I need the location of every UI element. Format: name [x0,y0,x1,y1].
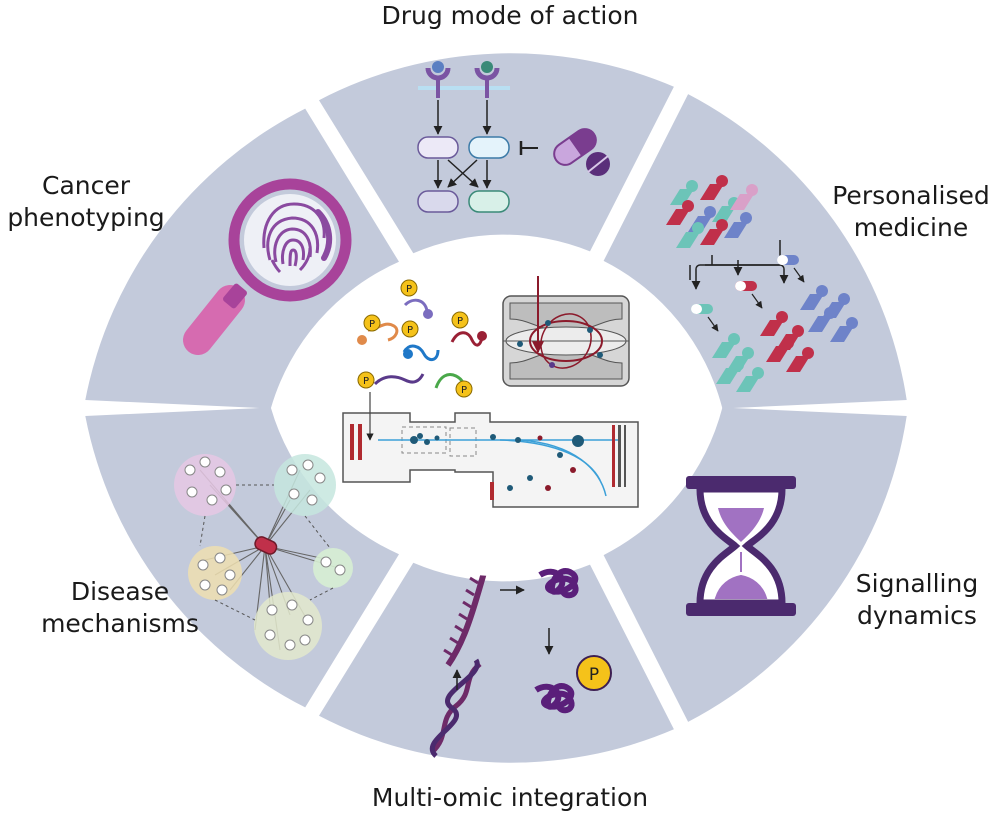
label-multi-omic-integration: Multi-omic integration [371,783,649,812]
segment-multi-omic-integration [319,562,674,763]
label-signalling-dynamics: Signalling dynamics [832,568,1002,632]
label-line-2: medicine [853,213,969,242]
mass-spectrometer-illustration [342,392,639,508]
multi-omic-illustration: P [429,544,612,758]
center-disc [328,240,664,576]
phospho-badge: P [461,385,467,396]
label-line-2: dynamics [857,601,977,630]
patient-group-blue [800,285,858,342]
patient-group-teal [712,333,764,392]
phospho-badge: P [406,284,412,295]
label-line-1: Cancer [41,171,131,200]
phospho-badge: P [363,376,369,387]
magnifier-fingerprint-icon [183,178,352,355]
patient-group-top [666,175,758,248]
label-drug-mode-of-action: Drug mode of action [381,1,639,30]
hourglass-icon [686,476,796,616]
label-line-1: Personalised [832,181,990,210]
disease-network-illustration [174,454,353,660]
phospho-badge: P [407,325,413,336]
label-line-1: Disease [70,577,170,606]
label-line-2: phenotyping [7,203,165,232]
personalised-medicine-illustration [666,175,858,392]
phospho-badge: P [457,316,463,327]
label-personalised-medicine: Personalised medicine [820,180,1002,244]
drug-mode-of-action-illustration [417,61,610,213]
label-line-2: mechanisms [41,609,199,638]
mass-analyzer-illustration [502,276,630,387]
label-line-1: Signalling [855,569,979,598]
label-disease-mechanisms: Disease mechanisms [20,576,220,640]
patient-group-red [760,311,814,372]
phospho-badge-large: P [589,665,599,685]
segment-personalised-medicine [603,94,907,409]
label-cancer-phenotyping: Cancer phenotyping [0,170,172,234]
phosphopeptides-illustration: P P P P P P [357,279,487,398]
phospho-badge: P [369,319,375,330]
